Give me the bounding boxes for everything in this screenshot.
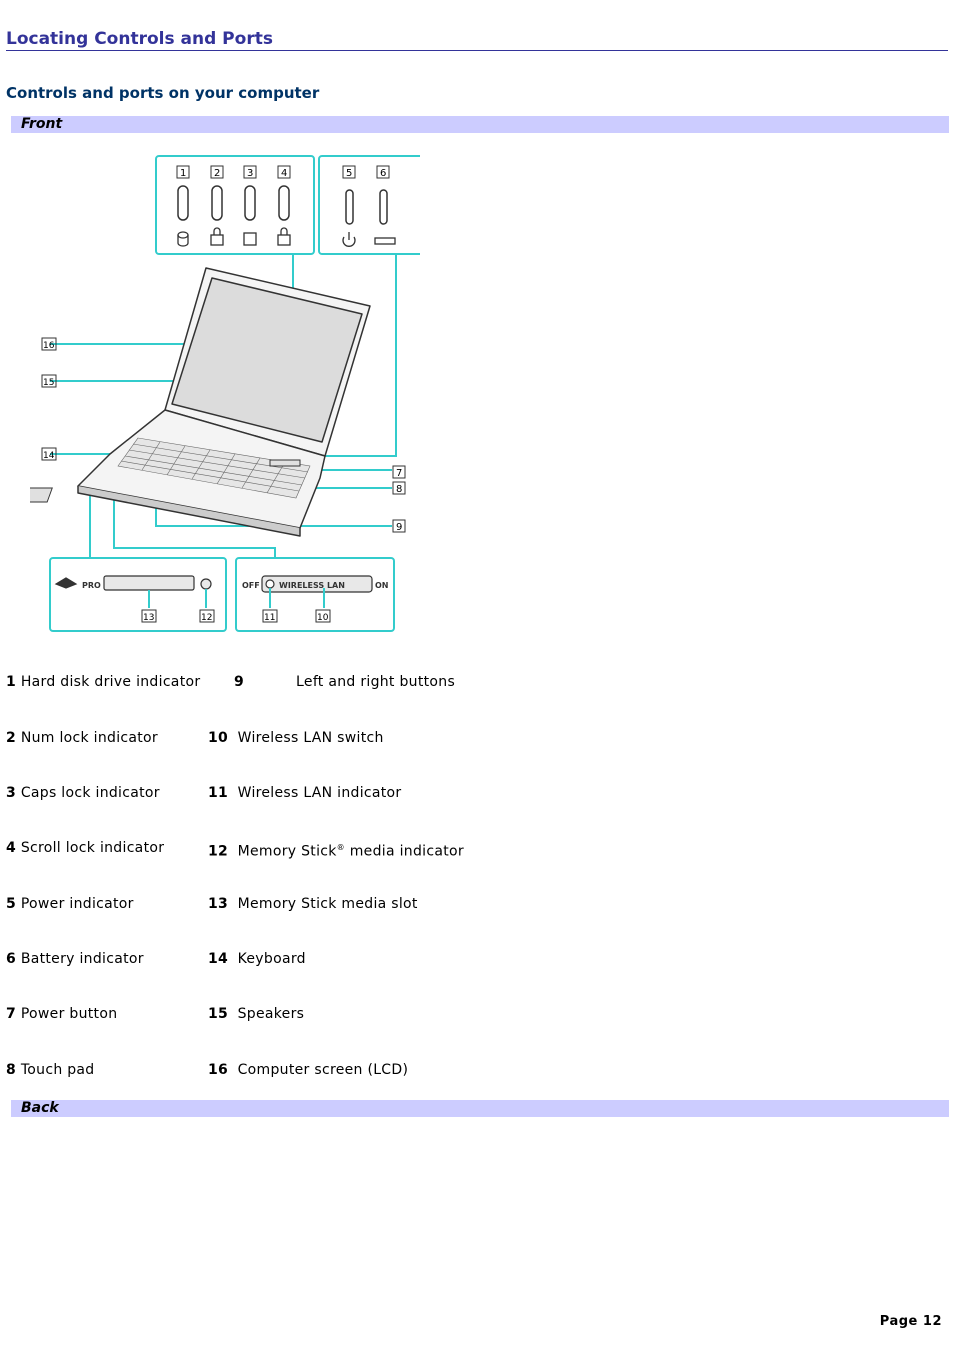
section-bar-back: Back	[11, 1100, 949, 1117]
legend-item-3: 3 Caps lock indicator	[6, 785, 160, 801]
indicator-box-right	[318, 155, 420, 255]
legend-item-13: 13 Memory Stick media slot	[208, 896, 418, 912]
callout-5: 5	[346, 168, 352, 179]
laptop-front-diagram: 1 2 3 4 5 6 7 8 9 10 11 12 13 14 15 16	[30, 155, 420, 632]
callout-11: 11	[264, 613, 275, 623]
wireless-led	[265, 579, 275, 589]
legend-item-12: 12 Memory Stick® media indicator	[208, 843, 464, 860]
callout-14: 14	[43, 451, 55, 461]
callout-15: 15	[43, 378, 54, 388]
wireless-switch-label: WIRELESS LAN	[279, 581, 345, 590]
legend-item-6: 6 Battery indicator	[6, 951, 144, 967]
callout-3: 3	[247, 168, 253, 179]
callout-2: 2	[214, 168, 220, 179]
section-bar-front: Front	[11, 116, 949, 133]
switch-off-label: OFF	[242, 581, 260, 590]
switch-on-label: ON	[375, 581, 389, 590]
legend-item-15: 15 Speakers	[208, 1006, 305, 1022]
legend-item-4: 4 Scroll lock indicator	[6, 840, 165, 856]
section-subtitle: Controls and ports on your computer	[6, 84, 320, 102]
memory-stick-box	[49, 557, 227, 632]
callout-1: 1	[180, 168, 186, 179]
legend-item-11: 11 Wireless LAN indicator	[208, 785, 402, 801]
callout-4: 4	[281, 168, 287, 179]
page-title: Locating Controls and Ports	[6, 29, 948, 51]
callout-10: 10	[317, 613, 329, 623]
legend-item-16: 16 Computer screen (LCD)	[208, 1062, 409, 1078]
pro-label: PRO	[82, 581, 101, 590]
legend-item-7: 7 Power button	[6, 1006, 118, 1022]
callout-7: 7	[396, 468, 402, 479]
legend-item-14: 14 Keyboard	[208, 951, 306, 967]
memory-stick-slot	[103, 575, 195, 591]
callout-6: 6	[380, 168, 386, 179]
wireless-box	[235, 557, 395, 632]
legend-item-1: 1 Hard disk drive indicator	[6, 674, 201, 690]
legend-item-2: 2 Num lock indicator	[6, 730, 158, 746]
callout-16: 16	[43, 341, 55, 351]
callout-12: 12	[201, 613, 212, 623]
wireless-switch	[261, 575, 373, 593]
legend-item-5: 5 Power indicator	[6, 896, 134, 912]
memory-stick-led	[200, 578, 212, 590]
callout-13: 13	[143, 613, 154, 623]
page-number: Page 12	[879, 1314, 942, 1329]
legend-item-8: 8 Touch pad	[6, 1062, 95, 1078]
callout-9: 9	[396, 522, 402, 533]
legend-item-10: 10 Wireless LAN switch	[208, 730, 384, 746]
indicator-box-left	[155, 155, 315, 255]
callout-8: 8	[396, 484, 402, 495]
